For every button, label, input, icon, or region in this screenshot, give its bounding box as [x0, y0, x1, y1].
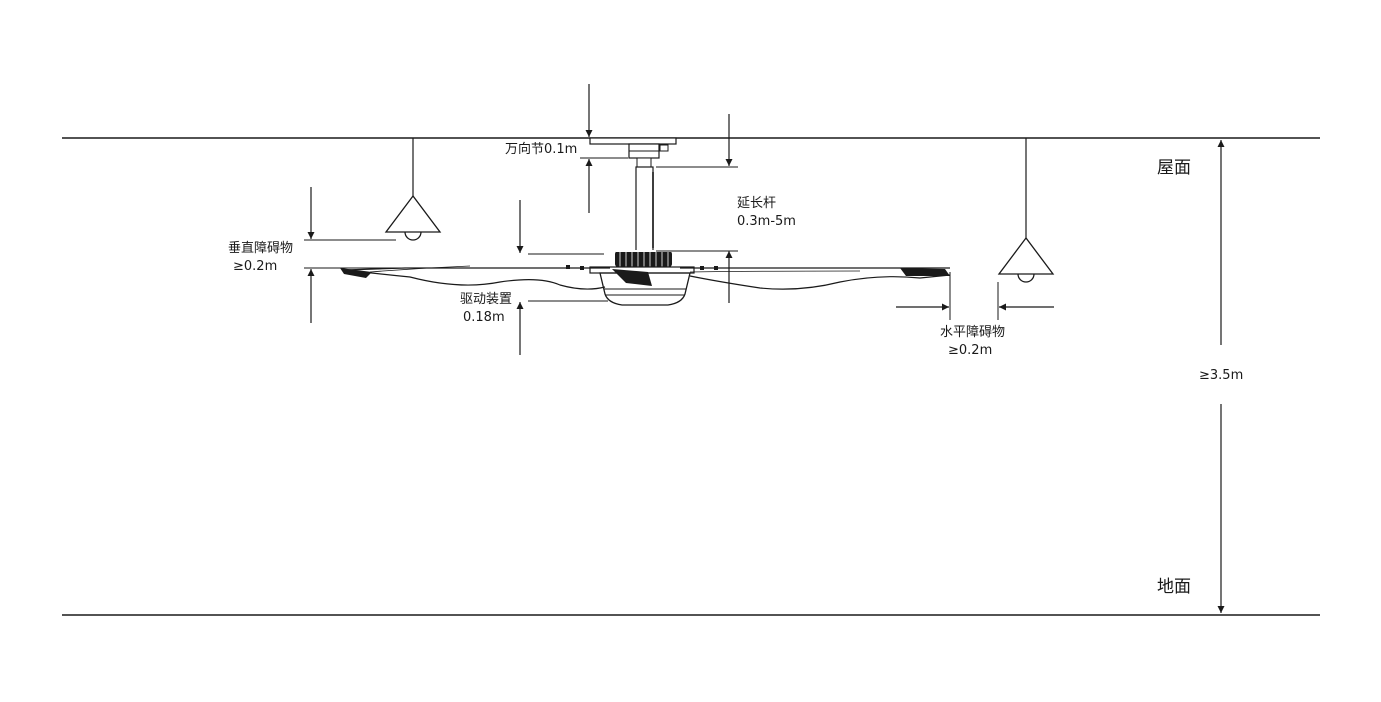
extension-rod-dimension: 延长杆 0.3m-5m [656, 114, 796, 303]
universal-joint-label: 万向节0.1m [505, 141, 577, 157]
right-pendant-lamp [997, 138, 1055, 283]
motor-housing [599, 272, 691, 306]
vertical-obstacle-title: 垂直障碍物 [228, 241, 293, 256]
drive-unit-dimension: 驱动装置 0.18m [460, 200, 608, 355]
vertical-obstacle-dimension: 垂直障碍物 ≥0.2m [228, 187, 404, 323]
right-fan-blade [689, 274, 951, 290]
ceiling-bracket [589, 137, 677, 145]
left-pendant-lamp [384, 138, 442, 241]
extension-rod-title: 延长杆 [737, 196, 776, 211]
horizontal-obstacle-dimension: 水平障碍物 ≥0.2m [896, 272, 1054, 358]
total-height-label: ≥3.5m [1199, 368, 1243, 383]
roof-label: 屋面 [1157, 158, 1191, 178]
total-height-dimension: ≥3.5m [1199, 140, 1243, 613]
drive-unit-title: 驱动装置 [460, 292, 512, 307]
drive-unit-value: 0.18m [463, 310, 505, 325]
horizontal-obstacle-value: ≥0.2m [948, 343, 992, 358]
horizontal-obstacle-title: 水平障碍物 [940, 325, 1005, 340]
motor-cap [615, 251, 672, 267]
ground-label: 地面 [1157, 577, 1191, 597]
ceiling-fan [340, 137, 951, 306]
extension-rod-value: 0.3m-5m [737, 214, 796, 229]
extension-rod [635, 166, 654, 252]
left-fan-blade [344, 269, 606, 290]
universal-joint-dimension: 万向节0.1m [505, 84, 628, 213]
vertical-obstacle-value: ≥0.2m [233, 259, 277, 274]
